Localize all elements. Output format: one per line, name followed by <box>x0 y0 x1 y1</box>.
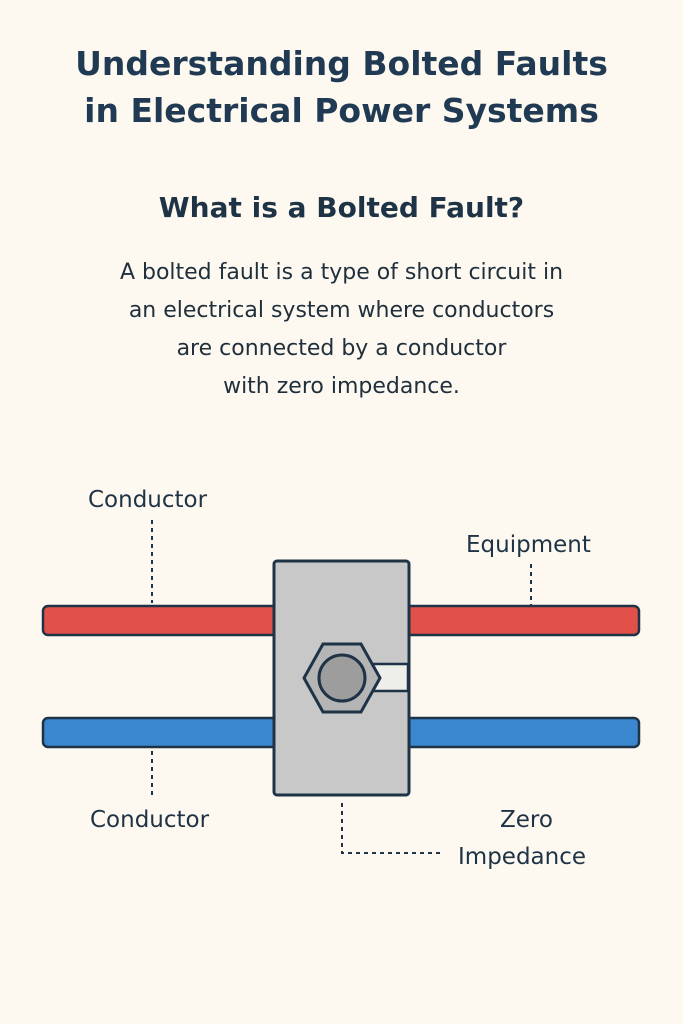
definition-line-4: with zero impedance. <box>223 374 460 399</box>
label-equipment: Equipment <box>466 532 591 558</box>
diagram-canvas: Conductor Equipment Conductor Zero Imped… <box>41 487 641 870</box>
section-heading: What is a Bolted Fault? <box>158 191 525 224</box>
page-title: Understanding Bolted Faults in Electrica… <box>0 40 683 134</box>
title-line-1: Understanding Bolted Faults <box>75 44 608 83</box>
leader-zero-impedance <box>341 803 442 854</box>
definition-paragraph: A bolted fault is a type of short circui… <box>0 254 683 406</box>
label-zero: Zero <box>500 807 553 833</box>
label-conductor-bottom: Conductor <box>90 807 210 833</box>
bolted-fault-diagram: Conductor Equipment Conductor Zero Imped… <box>0 460 683 900</box>
definition-line-1: A bolted fault is a type of short circui… <box>119 260 564 285</box>
title-line-2: in Electrical Power Systems <box>84 91 599 130</box>
definition-line-3: are connected by a conductor <box>176 336 507 361</box>
definition-line-2: an electrical system where conductors <box>128 298 555 323</box>
bolt-icon <box>302 642 382 714</box>
label-conductor-top: Conductor <box>88 487 208 513</box>
label-impedance: Impedance <box>458 844 586 870</box>
